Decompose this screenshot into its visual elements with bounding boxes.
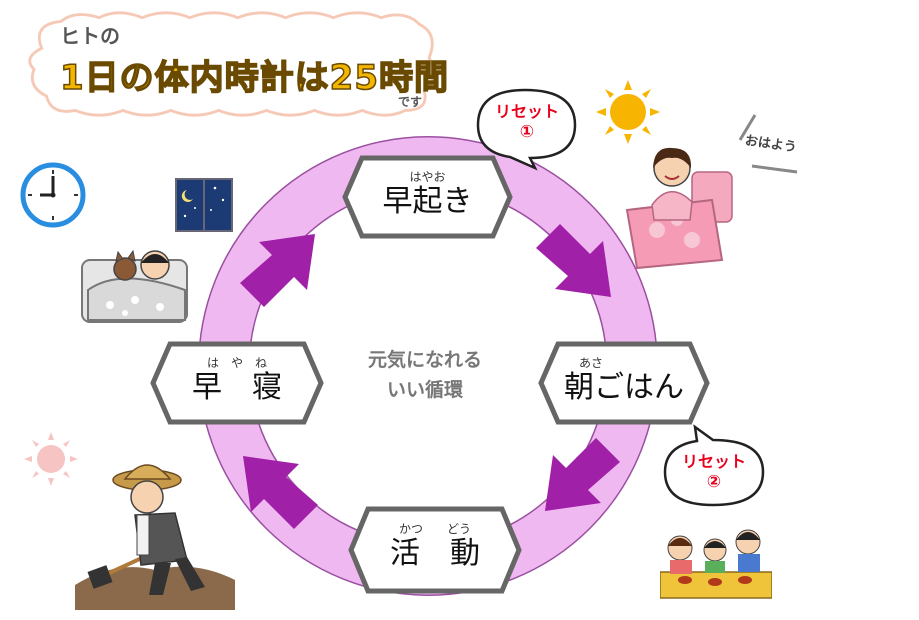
step-breakfast-label: 朝ごはん [564,370,684,405]
sun-icon [596,80,660,144]
center-line2: いい循環 [386,379,463,401]
step-sleep-label: 早 寝 [192,370,282,405]
step-breakfast: あさ 朝ごはん [541,354,707,405]
clock-icon [20,162,86,228]
center-caption: 元気になれる いい循環 [340,345,510,405]
step-sleep: は や ね 早 寝 [153,354,321,405]
title-main: 1日の体内時計は25時間 [59,57,449,99]
hex-sleep [150,341,324,425]
hex-activity [348,506,522,594]
arrow-breakfast-to-activity [545,438,620,511]
hex-wake [342,155,513,239]
arrow-activity-to-sleep [243,456,318,529]
reset1-label: リセット [494,102,559,121]
reset2-number: ② [706,472,722,492]
family-breakfast-illustration [660,529,772,599]
arrow-wake-to-breakfast [536,224,611,297]
reset1-number: ① [519,122,535,142]
reset2-text: リセット ② [668,448,760,492]
reset2-label: リセット [681,452,746,471]
title-cloud [28,11,436,117]
title-suffix: です [398,95,423,109]
step-activity-label: 活 動 [390,536,480,571]
night-window-icon [175,178,233,232]
title-prefix: ヒトの [60,24,120,48]
step-breakfast-ruby: あさ [579,356,604,370]
step-activity-ruby: かつ どう [398,522,471,536]
reset1-bubble [476,88,577,171]
sleeping-person-illustration [81,249,188,323]
step-sleep-ruby: は や ね [206,356,267,370]
waking-girl-illustration [625,147,733,270]
step-wake-ruby: はやお [409,170,446,184]
farming-person-illustration [75,464,235,610]
step-wake: はやお 早起き [345,168,510,219]
reset2-bubble [663,424,765,507]
reset1-text: リセット ① [482,98,572,142]
sunset-sun-icon [24,432,78,486]
hex-breakfast [538,341,710,425]
arrow-sleep-to-wake [240,234,315,307]
center-line1: 元気になれる [367,349,482,371]
step-activity: かつ どう 活 動 [351,520,519,571]
step-wake-label: 早起き [382,184,473,219]
